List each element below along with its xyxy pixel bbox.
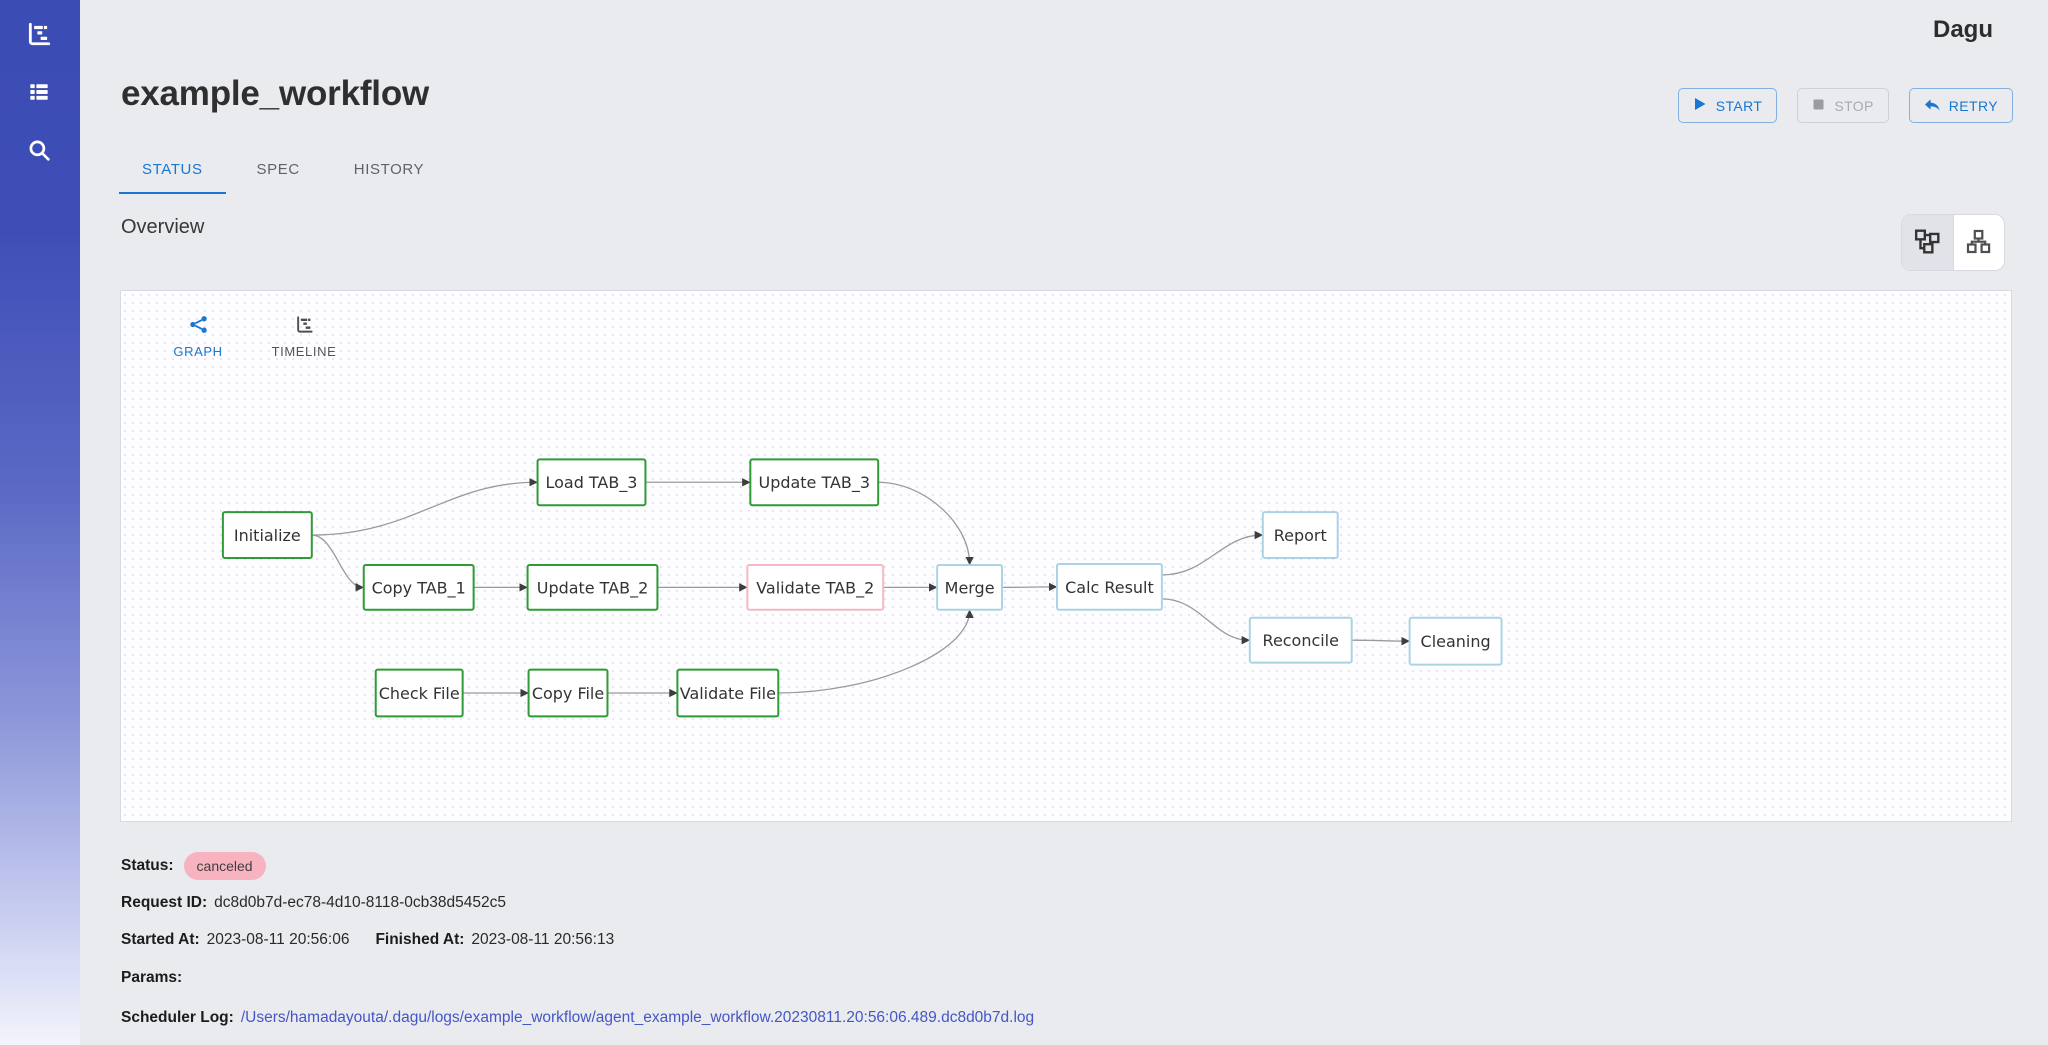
- stop-square-icon: [1812, 98, 1825, 114]
- svg-text:Update TAB_2: Update TAB_2: [537, 578, 648, 598]
- tab-history[interactable]: HISTORY: [353, 160, 425, 178]
- graph-node-merge[interactable]: Merge: [936, 563, 1004, 611]
- request-id-label: Request ID:: [121, 894, 208, 911]
- svg-text:Copy File: Copy File: [532, 684, 604, 703]
- graph-node-validate_tab_2[interactable]: Validate TAB_2: [746, 563, 885, 611]
- graph-view-tabs: GRAPH TIMELINE: [145, 315, 357, 359]
- retry-button[interactable]: RETRY: [1908, 88, 2013, 123]
- graph-edge-initialize-copy_tab_1: [311, 534, 365, 592]
- start-button[interactable]: START: [1677, 88, 1778, 123]
- graph-orientation-toggle: [1901, 214, 2005, 271]
- svg-text:Cleaning: Cleaning: [1421, 632, 1491, 651]
- scheduler-log-row: Scheduler Log: /Users/hamadayouta/.dagu/…: [121, 1007, 1034, 1029]
- sidebar: [0, 0, 80, 1045]
- graph-node-check_file[interactable]: Check File: [374, 668, 464, 718]
- graph-edge-validate_file-merge: [778, 609, 974, 694]
- orientation-vertical-button[interactable]: [1952, 215, 2005, 270]
- graph-node-update_tab_3[interactable]: Update TAB_3: [749, 458, 880, 507]
- started-at-label: Started At:: [121, 931, 200, 948]
- action-buttons: START STOP RETRY: [1677, 88, 2013, 123]
- params-row: Params:: [121, 967, 189, 989]
- svg-text:Calc Result: Calc Result: [1065, 578, 1154, 597]
- tab-timeline[interactable]: TIMELINE: [251, 315, 357, 359]
- tab-status[interactable]: STATUS: [119, 146, 226, 194]
- tab-spec[interactable]: SPEC: [256, 160, 300, 178]
- finished-at-value: 2023-08-11 20:56:13: [471, 931, 615, 948]
- tab-graph[interactable]: GRAPH: [145, 315, 251, 359]
- graph-edge-initialize-load_tab_3: [311, 478, 538, 536]
- sidebar-item-dags[interactable]: [22, 76, 56, 110]
- tab-graph-label: GRAPH: [173, 344, 223, 359]
- dag-list-icon: [26, 79, 52, 108]
- svg-text:Merge: Merge: [945, 578, 995, 597]
- graph-node-calc_result[interactable]: Calc Result: [1056, 562, 1163, 611]
- search-icon: [26, 137, 52, 166]
- graph-edge-calc_result-report: [1161, 530, 1264, 576]
- status-label: Status:: [121, 857, 174, 874]
- graph-edge-reconcile-cleaning: [1351, 636, 1410, 646]
- graph-node-load_tab_3[interactable]: Load TAB_3: [536, 458, 647, 507]
- params-label: Params:: [121, 969, 183, 986]
- app-brand: Dagu: [1933, 16, 1993, 43]
- stop-button[interactable]: STOP: [1797, 88, 1889, 123]
- svg-text:Validate TAB_2: Validate TAB_2: [756, 578, 874, 598]
- svg-text:Report: Report: [1274, 526, 1327, 545]
- scheduler-log-link[interactable]: /Users/hamadayouta/.dagu/logs/example_wo…: [240, 1009, 1035, 1026]
- request-id-value: dc8d0b7d-ec78-4d10-8118-0cb38d5452c5: [214, 894, 506, 911]
- page-tabs: STATUS SPEC HISTORY: [119, 146, 455, 194]
- started-at-value: 2023-08-11 20:56:06: [206, 931, 350, 948]
- svg-text:Update TAB_3: Update TAB_3: [759, 473, 870, 493]
- flowchart-horizontal-icon: [1914, 228, 1941, 258]
- graph-node-update_tab_2[interactable]: Update TAB_2: [526, 563, 659, 611]
- start-button-label: START: [1715, 97, 1763, 114]
- retry-reply-icon: [1924, 97, 1940, 115]
- finished-at-label: Finished At:: [375, 931, 465, 948]
- svg-text:Copy TAB_1: Copy TAB_1: [372, 578, 466, 598]
- svg-text:Load TAB_3: Load TAB_3: [546, 473, 638, 493]
- play-icon: [1693, 97, 1707, 114]
- tab-timeline-label: TIMELINE: [271, 344, 337, 359]
- orientation-horizontal-button[interactable]: [1902, 215, 1953, 270]
- share-graph-icon: [189, 315, 208, 337]
- overview-heading: Overview: [121, 216, 205, 238]
- timestamps-row: Started At: 2023-08-11 20:56:06 Finished…: [121, 929, 614, 951]
- graph-node-report[interactable]: Report: [1261, 511, 1339, 559]
- status-badge: canceled: [183, 852, 266, 880]
- stop-button-label: STOP: [1834, 97, 1874, 114]
- scheduler-log-label: Scheduler Log:: [121, 1009, 234, 1026]
- graph-node-copy_file[interactable]: Copy File: [527, 668, 609, 718]
- svg-text:Check File: Check File: [379, 684, 460, 703]
- graph-node-initialize[interactable]: Initialize: [221, 511, 313, 559]
- timeline-chart-icon: [295, 315, 314, 337]
- sidebar-item-search[interactable]: [22, 134, 56, 168]
- svg-text:Initialize: Initialize: [234, 526, 301, 545]
- page-title: example_workflow: [121, 74, 430, 113]
- status-row: Status: canceled: [121, 852, 266, 880]
- request-id-row: Request ID: dc8d0b7d-ec78-4d10-8118-0cb3…: [121, 892, 506, 914]
- sidebar-item-dashboard[interactable]: [22, 18, 56, 52]
- graph-node-copy_tab_1[interactable]: Copy TAB_1: [362, 563, 475, 611]
- graph-edge-update_tab_3-merge: [878, 481, 974, 566]
- timeline-chart-icon: [26, 21, 52, 50]
- graph-node-cleaning[interactable]: Cleaning: [1408, 616, 1503, 666]
- graph-node-validate_file[interactable]: Validate File: [676, 668, 780, 718]
- svg-text:Validate File: Validate File: [680, 684, 776, 703]
- retry-button-label: RETRY: [1948, 97, 1998, 114]
- graph-node-reconcile[interactable]: Reconcile: [1248, 616, 1353, 664]
- flowchart-vertical-icon: [1966, 229, 1991, 257]
- graph-edge-calc_result-reconcile: [1161, 598, 1251, 645]
- svg-text:Reconcile: Reconcile: [1263, 631, 1339, 650]
